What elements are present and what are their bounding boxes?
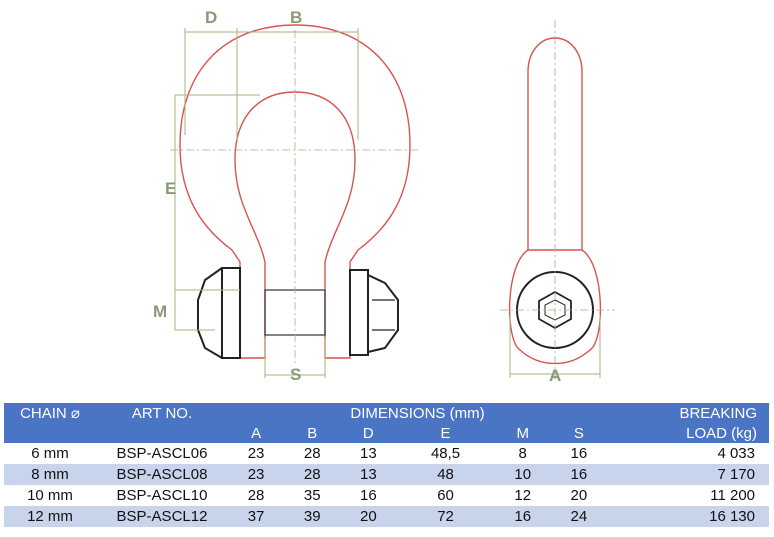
cell-b: 28 [284, 443, 341, 464]
cell-art-no: BSP-ASCL08 [96, 464, 228, 485]
header-col-d: D [340, 423, 397, 443]
cell-m: 10 [494, 464, 551, 485]
dim-label-m: M [153, 302, 167, 321]
specifications-table: CHAIN ⌀ ART NO. DIMENSIONS (mm) BREAKING… [4, 403, 769, 527]
cell-chain: 6 mm [4, 443, 96, 464]
pin-nut [349, 269, 399, 356]
cell-a: 28 [228, 485, 285, 506]
cell-e: 48,5 [396, 443, 495, 464]
header-col-m: M [494, 423, 551, 443]
cell-b: 35 [284, 485, 341, 506]
cell-d: 20 [340, 506, 397, 527]
cell-s: 24 [550, 506, 607, 527]
cell-d: 16 [340, 485, 397, 506]
shackle-left-leg [231, 249, 266, 359]
dim-label-d: D [205, 8, 217, 27]
cell-m: 12 [494, 485, 551, 506]
dim-label-a: A [549, 366, 561, 385]
dim-label-e: E [165, 179, 176, 198]
shackle-side-view [500, 20, 615, 380]
shackle-technical-drawing: D B E M S A [153, 8, 615, 385]
cell-load: 7 170 [607, 464, 769, 485]
table-header-row-1: CHAIN ⌀ ART NO. DIMENSIONS (mm) BREAKING [4, 403, 769, 423]
header-art-no: ART NO. [96, 403, 228, 423]
header-col-e: E [396, 423, 495, 443]
cell-s: 20 [550, 485, 607, 506]
shackle-bow-inner [234, 91, 356, 263]
cell-m: 8 [494, 443, 551, 464]
cell-chain: 12 mm [4, 506, 96, 527]
shackle-right-leg [324, 249, 359, 359]
table-row: 6 mm BSP-ASCL06 23 28 13 48,5 8 16 4 033 [4, 443, 769, 464]
cell-e: 60 [396, 485, 495, 506]
cell-a: 23 [228, 464, 285, 485]
cell-art-no: BSP-ASCL06 [96, 443, 228, 464]
side-dimensions [509, 315, 601, 378]
cell-load: 11 200 [607, 485, 769, 506]
cell-load: 16 130 [607, 506, 769, 527]
header-col-a: A [228, 423, 285, 443]
cell-b: 28 [284, 464, 341, 485]
cell-art-no: BSP-ASCL10 [96, 485, 228, 506]
table-row: 10 mm BSP-ASCL10 28 35 16 60 12 20 11 20… [4, 485, 769, 506]
cell-d: 13 [340, 464, 397, 485]
front-dimensions [174, 28, 359, 378]
side-base [508, 249, 602, 365]
cell-a: 37 [228, 506, 285, 527]
cell-d: 13 [340, 443, 397, 464]
cell-m: 16 [494, 506, 551, 527]
cell-e: 72 [396, 506, 495, 527]
dim-label-b: B [290, 8, 302, 27]
cell-load: 4 033 [607, 443, 769, 464]
header-load: LOAD (kg) [607, 423, 769, 443]
cell-art-no: BSP-ASCL12 [96, 506, 228, 527]
cell-s: 16 [550, 443, 607, 464]
cell-a: 23 [228, 443, 285, 464]
table-row: 12 mm BSP-ASCL12 37 39 20 72 16 24 16 13… [4, 506, 769, 527]
cell-chain: 10 mm [4, 485, 96, 506]
header-col-b: B [284, 423, 341, 443]
cell-b: 39 [284, 506, 341, 527]
header-dimensions: DIMENSIONS (mm) [228, 403, 607, 423]
cell-e: 48 [396, 464, 495, 485]
cell-chain: 8 mm [4, 464, 96, 485]
pin-head [197, 267, 241, 359]
cell-s: 16 [550, 464, 607, 485]
table-header-row-2: A B D E M S LOAD (kg) [4, 423, 769, 443]
shackle-bow-outer [179, 24, 411, 251]
header-col-s: S [550, 423, 607, 443]
header-breaking: BREAKING [607, 403, 769, 423]
shackle-pin [264, 289, 326, 336]
header-chain: CHAIN ⌀ [4, 403, 96, 423]
dim-label-s: S [290, 365, 301, 384]
table-row: 8 mm BSP-ASCL08 23 28 13 48 10 16 7 170 [4, 464, 769, 485]
shackle-front-view [170, 24, 420, 365]
